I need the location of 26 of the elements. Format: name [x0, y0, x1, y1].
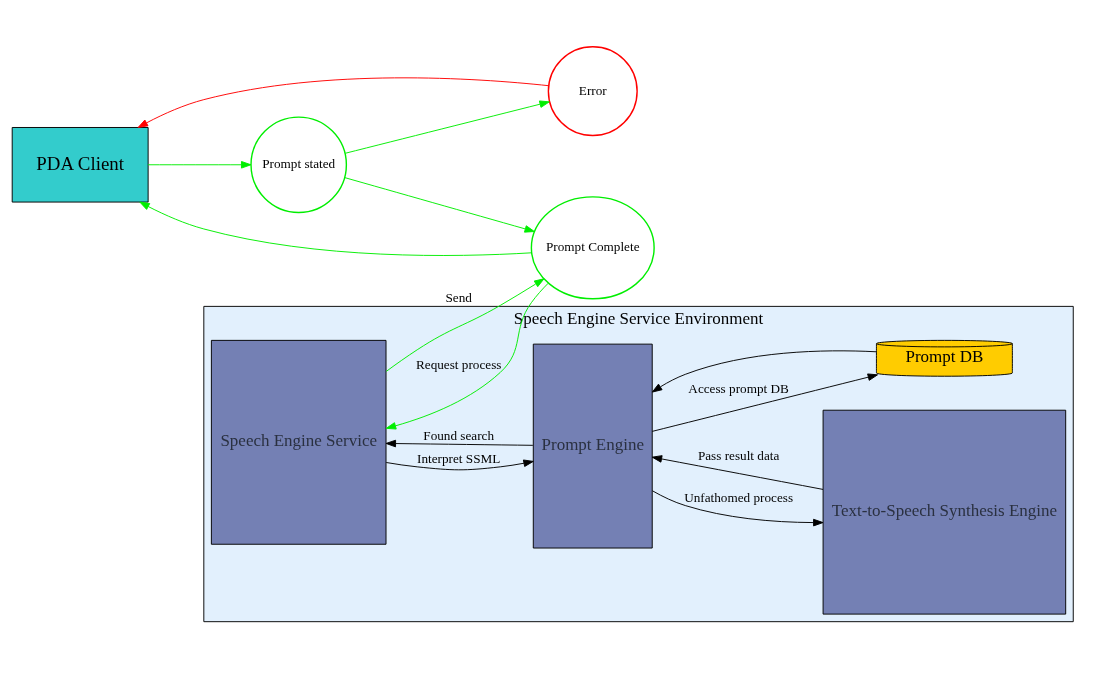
edge-label: Pass result data — [697, 446, 780, 462]
arrow — [651, 372, 879, 432]
arrow — [139, 201, 532, 256]
arrow — [651, 454, 824, 490]
arrow — [385, 282, 549, 430]
edge-label: Request process — [415, 356, 502, 372]
node-box: Speech Engine Service — [210, 339, 387, 545]
arrow — [651, 489, 824, 526]
arrow — [344, 176, 535, 233]
arrow — [651, 349, 877, 393]
edge-label: Unfathomed process — [684, 489, 794, 505]
edge-label: Interpret SSML — [417, 450, 501, 466]
edge-label: Found search — [423, 427, 495, 443]
arrow — [385, 459, 534, 470]
arrow — [137, 76, 549, 128]
node-box: Text-to-Speech Synthesis Engine — [822, 409, 1067, 615]
node-circle: Prompt stated — [250, 115, 348, 213]
edge-label: Send — [445, 289, 472, 305]
arrow — [385, 277, 545, 372]
node-box: PDA Client — [11, 126, 149, 203]
node-circle: Error — [547, 45, 638, 136]
edge-label: Access prompt DB — [688, 380, 789, 396]
arrow — [385, 439, 534, 447]
arrow — [147, 160, 252, 169]
arrow — [344, 100, 550, 154]
node-box: Prompt Engine — [532, 343, 653, 548]
